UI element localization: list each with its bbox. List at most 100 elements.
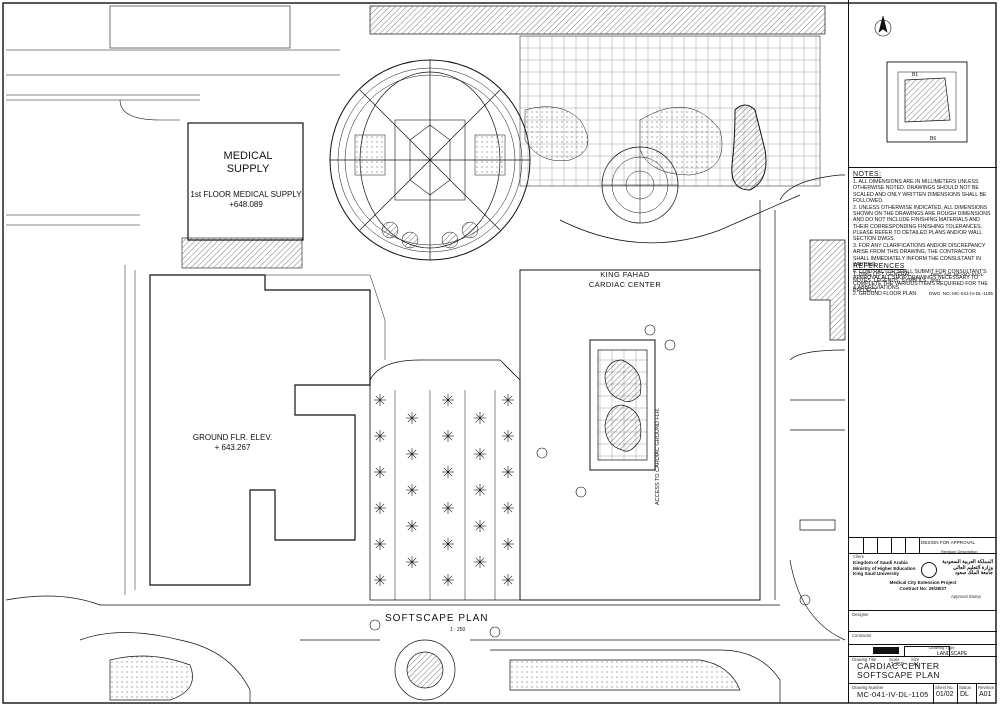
north-arrow — [874, 15, 892, 37]
note-4: 4. CONTRACTOR SHALL SUBMIT FOR CONSULTAN… — [853, 269, 988, 294]
designer-label: Designer — [852, 612, 869, 617]
cardiac-center-label: KING FAHAD CARDIAC CENTER — [588, 270, 662, 289]
designer-divider — [849, 610, 997, 611]
note-1: 1. ALL DIMENSIONS ARE IN MILLIMETERS UNL… — [853, 179, 987, 204]
palm-tree — [406, 520, 418, 532]
palm-tree — [442, 538, 454, 550]
palm-tree — [406, 412, 418, 424]
medical-supply-building — [187, 122, 304, 241]
palm-tree — [374, 574, 386, 586]
approval-stamp-label: Approval Stamp — [951, 594, 981, 599]
palm-tree — [374, 430, 386, 442]
notes-section: NOTES: 1. ALL DIMENSIONS ARE IN MILLIMET… — [853, 171, 993, 295]
palm-tree — [442, 466, 454, 478]
palm-tree — [374, 502, 386, 514]
notes-divider — [849, 167, 997, 168]
ground-floor-building — [149, 274, 371, 586]
palm-tree — [474, 484, 486, 496]
access-label: ACCESS TO CARDIAC GROUND FLR. — [655, 407, 661, 505]
hatched-boundary — [369, 5, 826, 35]
contract-number: Contract No: 29/28/27 — [899, 586, 947, 592]
drawing-type: LANDSCAPE — [937, 651, 968, 657]
palm-tree — [374, 538, 386, 550]
palm-trees — [374, 394, 514, 586]
status-label: Status — [959, 685, 971, 690]
note-2: 2. UNLESS OTHERWISE INDICATED, ALL DIMEN… — [853, 205, 991, 243]
palm-tree — [502, 430, 514, 442]
north-building — [109, 5, 291, 49]
palm-tree — [474, 412, 486, 424]
client-ar-line-3: جامعة الملك سعود — [954, 570, 993, 577]
notes-heading: NOTES: — [853, 171, 882, 178]
client-section: Client Kingdom of Saudi Arabia Ministry … — [853, 554, 993, 593]
ne-garden — [519, 35, 821, 244]
key-plan: B1 B6 — [886, 61, 968, 143]
revision-table: DESIGN FOR APPROVAL Revision Description — [849, 537, 997, 554]
university-seal — [920, 562, 937, 579]
client-ar-line-2: وزارة التعليم العالي — [953, 564, 993, 571]
palm-tree — [502, 502, 514, 514]
note-3: 3. FOR ANY CLARIFICATIONS AND/OR DISCREP… — [853, 243, 986, 268]
palm-tree — [406, 556, 418, 568]
drawing-title-line-1: CARDIAC CENTER — [857, 661, 940, 671]
reference-1: 1. DWG LIST, GENERAL NOTES, LEGENDS, SYM… — [853, 272, 927, 291]
drawing-title-line-2: SOFTSCAPE PLAN — [857, 670, 941, 680]
first-floor-elev: +648.089 — [229, 200, 263, 209]
revision-value: A01 — [979, 691, 992, 698]
medical-supply-label: MEDICAL SUPPLY — [223, 150, 273, 175]
scale-row: Scale 1:250 Size A1 — [889, 657, 997, 683]
plan-scale: 1 : 250 — [450, 627, 466, 633]
project-name: Medical City Extension Project — [889, 580, 957, 586]
palm-tree — [442, 574, 454, 586]
palm-tree — [474, 448, 486, 460]
revision-description: DESIGN FOR APPROVAL — [921, 540, 976, 545]
reference-code-2: DWG. NO. MC-041-IV-DL-1105 — [929, 290, 993, 296]
ground-floor-elev: + 643.267 — [214, 443, 251, 452]
drawing-type-label: Drawing Type — [929, 645, 955, 650]
drawing-number-row: Drawing Number MC-041-IV-DL-1105 Sheet N… — [849, 683, 997, 704]
palm-tree — [442, 394, 454, 406]
palm-tree — [502, 574, 514, 586]
contractor-label: Contractor — [852, 633, 872, 638]
palm-tree — [442, 430, 454, 442]
palm-tree — [474, 520, 486, 532]
ground-floor-label: GROUND FLR. ELEV. — [192, 433, 273, 442]
svg-text:B1: B1 — [912, 72, 918, 78]
first-floor-label: 1st FLOOR MEDICAL SUPPLY — [190, 190, 302, 199]
palm-tree — [442, 502, 454, 514]
palm-avenue — [369, 359, 521, 601]
cardiac-fountain — [589, 339, 656, 471]
client-line-1: Kingdom of Saudi Arabia — [853, 560, 908, 566]
svg-text:B6: B6 — [930, 136, 936, 142]
size-label: Size — [911, 657, 920, 662]
palm-tree — [502, 466, 514, 478]
sheet-label: Sheet No. — [935, 685, 954, 690]
palm-tree — [502, 538, 514, 550]
palm-tree — [502, 394, 514, 406]
callouts — [369, 324, 811, 638]
revision-header: Revision Description — [941, 549, 978, 554]
size-value: A1 — [913, 662, 920, 668]
drawing-title: CARDIAC CENTER SOFTSCAPE PLAN — [857, 662, 940, 680]
circular-plaza — [329, 59, 531, 261]
client-label: Client — [853, 554, 864, 559]
client-divider — [849, 553, 997, 554]
client-line-2: Ministry of Higher Education — [853, 565, 916, 571]
title-block: NOTES: 1. ALL DIMENSIONS ARE IN MILLIMET… — [848, 0, 997, 704]
plan-title: SOFTSCAPE PLAN — [385, 613, 489, 624]
contractor-divider — [849, 631, 997, 632]
palm-tree — [406, 484, 418, 496]
palm-tree — [406, 448, 418, 460]
references-section: REFERENCES 1. DWG LIST, GENERAL NOTES, L… — [853, 263, 993, 297]
reference-code-1: DWG. NO. MC-041-IV-DL-0001 — [930, 272, 985, 284]
reference-2: 2. GROUND FLOOR PLAN — [853, 290, 917, 297]
client-ar-line-1: المملكة العربية السعودية — [942, 559, 993, 566]
drawing-title-label: Drawing Title — [852, 657, 877, 662]
east-road — [759, 174, 846, 641]
drawing-title-divider — [849, 656, 997, 657]
sheet-number: 01/02 — [936, 691, 954, 698]
scale-value: 1:250 — [891, 662, 904, 668]
